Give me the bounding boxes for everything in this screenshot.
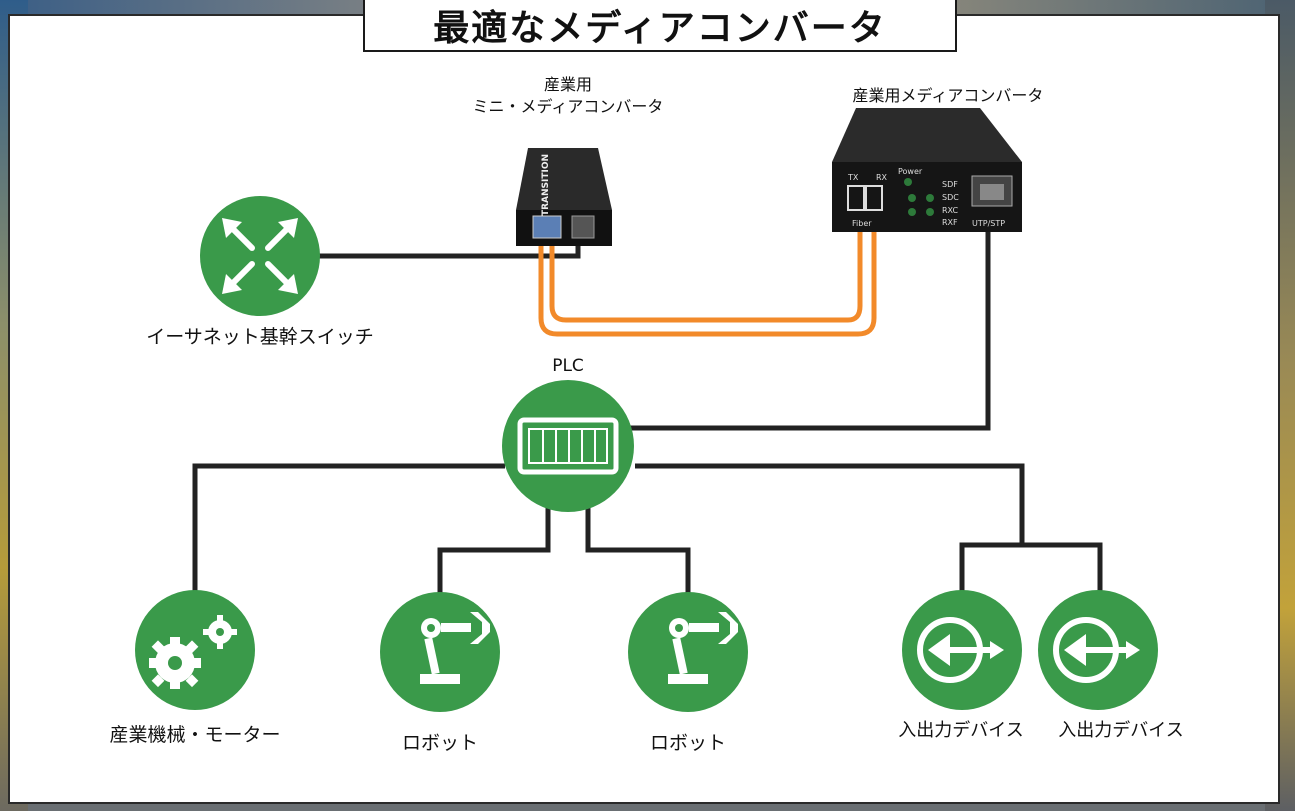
mini-converter-label-line2: ミニ・メディアコンバータ xyxy=(472,97,664,116)
robot-1-label: ロボット xyxy=(401,732,478,754)
led-power-label: Power xyxy=(898,167,923,176)
fiber-cable-outer xyxy=(538,210,877,337)
io-device-2-label: 入出力デバイス xyxy=(1058,720,1184,741)
robot-node-1[interactable] xyxy=(380,592,500,712)
mini-converter-label: 産業用 ミニ・メディアコンバータ xyxy=(448,74,688,118)
cable-io-split xyxy=(959,542,1103,598)
led-sdc-label: SDC xyxy=(942,193,959,202)
industrial-media-converter[interactable]: TX RX Fiber Power SDF SDC RXC RXF UTP/ST… xyxy=(832,108,1022,232)
plc-module-icon xyxy=(517,417,619,475)
plc-node[interactable] xyxy=(502,380,634,512)
robot-2-label: ロボット xyxy=(649,732,726,754)
led-rxc-label: RXC xyxy=(942,206,958,215)
io-device-node-2[interactable] xyxy=(1038,590,1158,710)
port-fiber-label: Fiber xyxy=(852,219,872,228)
fiber-cable-inner xyxy=(549,210,863,323)
port-rx-label: RX xyxy=(876,173,888,182)
cable-plc-to-robot-2 xyxy=(585,500,691,600)
cable-converter-to-plc xyxy=(620,228,991,431)
led-rxf-label: RXF xyxy=(942,218,958,227)
io-device-1-label: 入出力デバイス xyxy=(898,720,1024,741)
cable-lines xyxy=(192,228,1103,600)
fiber-cables xyxy=(538,210,877,337)
title-box: 最適なメディアコンバータ xyxy=(363,0,957,52)
ethernet-switch-node[interactable] xyxy=(200,196,320,316)
machinery-node[interactable] xyxy=(135,590,255,710)
port-tx-label: TX xyxy=(847,173,859,182)
cable-plc-to-machinery xyxy=(192,463,505,600)
industrial-converter-label: 産業用メディアコンバータ xyxy=(852,86,1044,105)
switch-arrows-icon xyxy=(222,218,298,294)
mini-converter-brand: TRANSITION xyxy=(541,154,551,216)
io-arrow-icon xyxy=(1053,617,1140,683)
io-device-node-1[interactable] xyxy=(902,590,1022,710)
robot-arm-icon xyxy=(420,612,490,684)
mini-converter-label-line1: 産業用 xyxy=(543,75,592,94)
mini-media-converter[interactable]: TRANSITION xyxy=(516,148,612,246)
ethernet-switch-label: イーサネット基幹スイッチ xyxy=(146,326,374,348)
cable-plc-to-io-bus xyxy=(635,463,1025,545)
diagram-title: 最適なメディアコンバータ xyxy=(433,8,887,49)
gears-icon xyxy=(149,615,237,689)
led-sdf-label: SDF xyxy=(942,180,958,189)
robot-arm-icon xyxy=(668,612,738,684)
io-arrow-icon xyxy=(917,617,1004,683)
machinery-label: 産業機械・モーター xyxy=(109,724,281,746)
cable-plc-to-robot-1 xyxy=(437,500,551,600)
robot-node-2[interactable] xyxy=(628,592,748,712)
plc-label: PLC xyxy=(552,356,584,376)
port-utp-label: UTP/STP xyxy=(972,219,1005,228)
